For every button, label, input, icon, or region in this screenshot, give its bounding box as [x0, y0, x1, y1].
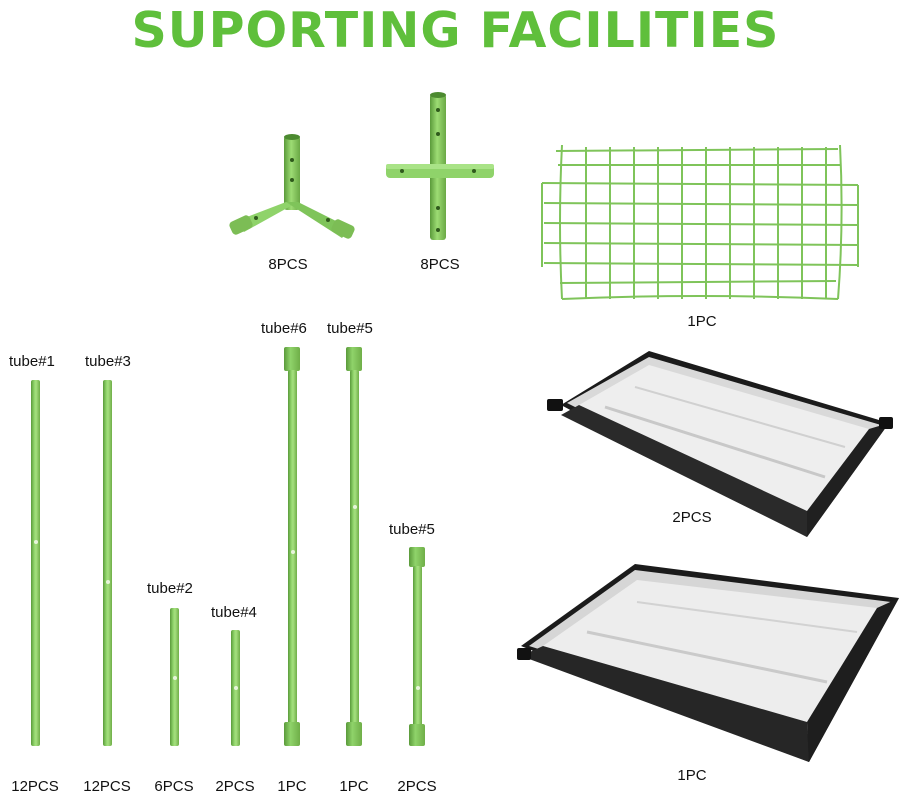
tray-quantity: 1PC [677, 767, 707, 784]
three-way-connector-image [229, 134, 355, 239]
tube-quantity: 12PCS [11, 778, 59, 795]
tube-1-image [31, 380, 40, 746]
tube-label: tube#5 [389, 521, 435, 538]
tube-quantity: 2PCS [215, 778, 255, 795]
tube-label: tube#5 [327, 320, 373, 337]
tube-6-image [288, 370, 297, 724]
trellis-net-image [541, 144, 859, 300]
tube-quantity: 2PCS [397, 778, 437, 795]
tube-label: tube#4 [211, 604, 257, 621]
rectangular-tray-image [547, 351, 893, 537]
tube-quantity: 1PC [339, 778, 369, 795]
tray-quantity: 2PCS [672, 509, 712, 526]
tube-6-end-bottom [284, 722, 300, 746]
tube-label: tube#3 [85, 353, 131, 370]
tube-5-image [350, 370, 359, 724]
four-way-connector-image [386, 92, 494, 240]
tube-6-end-top [284, 347, 300, 371]
tube-quantity: 12PCS [83, 778, 131, 795]
connector-quantity: 8PCS [268, 256, 308, 273]
tube-quantity: 6PCS [154, 778, 194, 795]
tube-5-end-top [346, 347, 362, 371]
tube-5-end-bottom [346, 722, 362, 746]
tube-quantity: 1PC [277, 778, 307, 795]
tube-label: tube#2 [147, 580, 193, 597]
tube-5-short-image [413, 566, 422, 726]
tube-4-image [231, 630, 240, 746]
tube-5-short-end-top [409, 547, 425, 567]
connector-quantity: 8PCS [420, 256, 460, 273]
tube-5-short-end-bottom [409, 724, 425, 746]
tube-3-image [103, 380, 112, 746]
tube-label: tube#1 [9, 353, 55, 370]
square-tray-image [517, 564, 899, 762]
page-title: SUPORTING FACILITIES [131, 2, 780, 59]
net-quantity: 1PC [687, 313, 717, 330]
tube-2-image [170, 608, 179, 746]
tube-label: tube#6 [261, 320, 307, 337]
